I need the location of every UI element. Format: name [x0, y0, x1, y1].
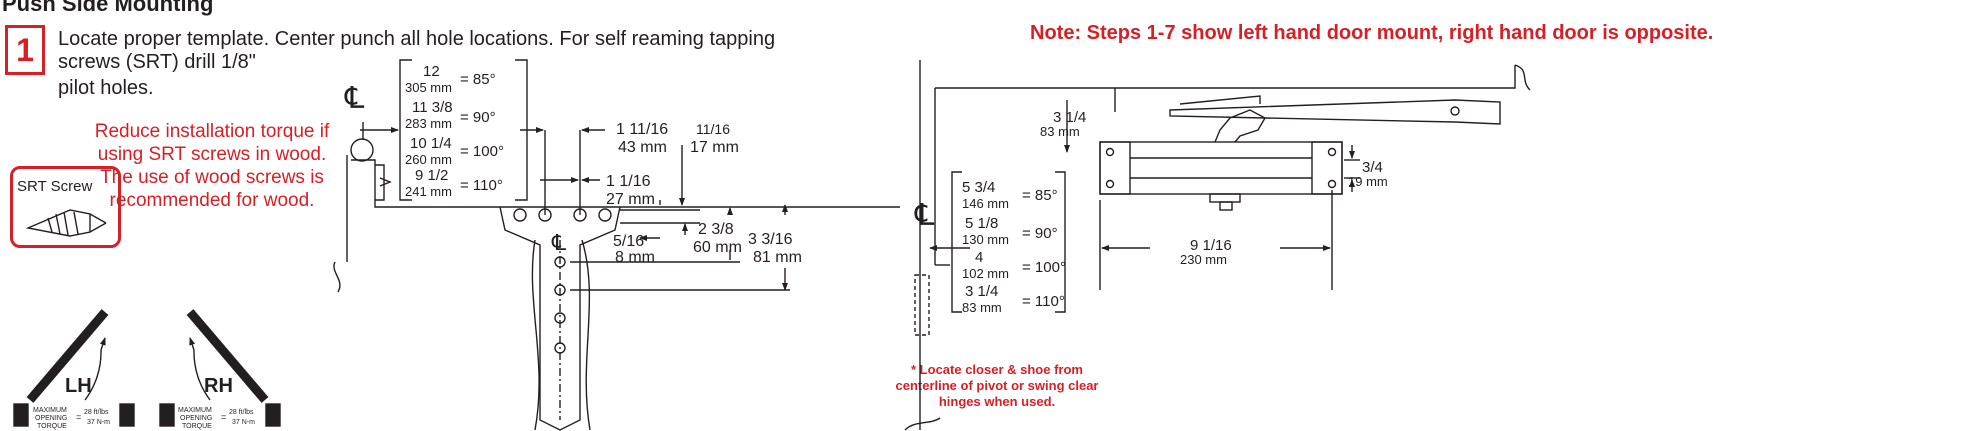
svg-text:43 mm: 43 mm [618, 139, 667, 156]
svg-text:TORQUE: TORQUE [182, 423, 212, 430]
centerline-symbol-left: ℄ [344, 82, 365, 115]
svg-text:27 mm: 27 mm [606, 191, 655, 208]
svg-text:230 mm: 230 mm [1180, 252, 1227, 267]
centerline-symbol-shoe: ℄ [551, 230, 567, 255]
lh-label: LH [65, 375, 92, 397]
page-title: Push Side Mounting [2, 0, 214, 16]
svg-text:5/16: 5/16 [613, 233, 644, 250]
lh-door-diagram [13, 309, 135, 427]
svg-text:5 1/8: 5 1/8 [965, 215, 998, 232]
left-angle-table: 12 305 mm = 85° 11 3/8 283 mm = 90° 10 1… [405, 63, 504, 199]
svg-text:8 mm: 8 mm [615, 249, 655, 266]
svg-text:OPENING: OPENING [180, 415, 212, 422]
svg-text:= 90°: = 90° [460, 109, 496, 126]
right-angle-table: 5 3/4 146 mm = 85° 5 1/8 130 mm = 90° 4 … [962, 179, 1066, 315]
instruction-line-3: pilot holes. [58, 77, 154, 99]
svg-text:= 85°: = 85° [1022, 187, 1058, 204]
svg-text:81 mm: 81 mm [753, 249, 802, 266]
instruction-line-1: Locate proper template. Center punch all… [58, 28, 776, 50]
svg-text:3 3/16: 3 3/16 [748, 231, 793, 248]
svg-text:=: = [76, 412, 81, 422]
svg-text:11 3/8: 11 3/8 [412, 99, 453, 116]
mounting-note: Note: Steps 1-7 show left hand door moun… [1030, 22, 1714, 44]
closer-dimensions: 3 1/4 83 mm 3/4 19 mm 9 1/16 230 mm [1040, 109, 1388, 267]
svg-text:10 1/4: 10 1/4 [410, 135, 452, 152]
svg-text:2 3/8: 2 3/8 [698, 221, 734, 238]
lh-labels: LH MAXIMUM OPENING TORQUE = 28 ft/lbs 37… [33, 375, 110, 430]
svg-text:37 N-m: 37 N-m [232, 419, 255, 426]
svg-text:= 85°: = 85° [460, 71, 496, 88]
svg-text:9 1/16: 9 1/16 [1190, 237, 1232, 254]
svg-text:28 ft/lbs: 28 ft/lbs [84, 409, 109, 416]
instruction-line-2: screws (SRT) drill 1/8" [58, 51, 256, 73]
srt-screw-label: SRT Screw [17, 178, 93, 195]
svg-text:1 1/16: 1 1/16 [606, 173, 651, 190]
svg-text:12: 12 [423, 63, 440, 80]
svg-text:28 ft/lbs: 28 ft/lbs [229, 409, 254, 416]
svg-text:1 11/16: 1 11/16 [616, 121, 668, 138]
svg-text:= 90°: = 90° [1022, 225, 1058, 242]
svg-text:283 mm: 283 mm [405, 116, 452, 131]
svg-text:5 3/4: 5 3/4 [962, 179, 995, 196]
door-closer-body [1099, 95, 1501, 211]
svg-text:130 mm: 130 mm [962, 232, 1009, 247]
svg-text:OPENING: OPENING [35, 415, 67, 422]
svg-text:11/16: 11/16 [696, 121, 730, 137]
rh-door-diagram [159, 309, 281, 427]
svg-text:= 100°: = 100° [460, 143, 504, 160]
hinge-frame-left [333, 122, 900, 293]
svg-text:60 mm: 60 mm [693, 239, 742, 256]
shoe-dimensions: 1 11/16 43 mm 11/16 17 mm 1 1/16 27 mm 2… [606, 121, 802, 266]
svg-text:3 1/4: 3 1/4 [965, 283, 998, 300]
step-number-badge: 1 [5, 25, 45, 75]
svg-text:= 110°: = 110° [1022, 293, 1065, 310]
svg-text:19 mm: 19 mm [1348, 174, 1388, 189]
svg-text:= 110°: = 110° [460, 177, 503, 194]
svg-text:17 mm: 17 mm [690, 139, 739, 156]
torque-warning: Reduce installation torque if using SRT … [94, 121, 330, 211]
srt-screw-icon [25, 209, 107, 237]
svg-text:TORQUE: TORQUE [37, 423, 67, 430]
svg-text:= 100°: = 100° [1022, 259, 1066, 276]
svg-text:241 mm: 241 mm [405, 184, 452, 199]
svg-text:3/4: 3/4 [1362, 159, 1383, 176]
svg-text:9 1/2: 9 1/2 [415, 167, 448, 184]
svg-text:83 mm: 83 mm [1040, 124, 1080, 139]
svg-text:102 mm: 102 mm [962, 266, 1009, 281]
svg-text:146 mm: 146 mm [962, 196, 1009, 211]
svg-text:83 mm: 83 mm [962, 300, 1002, 315]
svg-text:260 mm: 260 mm [405, 152, 452, 167]
svg-text:4: 4 [975, 249, 983, 266]
locate-closer-note: * Locate closer & shoe from centerline o… [895, 362, 1099, 409]
rh-label: RH [204, 375, 233, 397]
svg-text:37 N-m: 37 N-m [87, 419, 110, 426]
shoe-plate [499, 206, 621, 431]
svg-text:=: = [221, 412, 226, 422]
srt-screw-box [10, 166, 121, 248]
centerline-symbol-right: ℄ [914, 199, 935, 232]
svg-text:MAXIMUM: MAXIMUM [178, 407, 212, 414]
svg-text:3 1/4: 3 1/4 [1053, 109, 1086, 126]
door-frame-right [919, 60, 1531, 430]
svg-text:305 mm: 305 mm [405, 80, 452, 95]
rh-labels: RH MAXIMUM OPENING TORQUE = 28 ft/lbs 37… [178, 375, 255, 430]
svg-text:MAXIMUM: MAXIMUM [33, 407, 67, 414]
